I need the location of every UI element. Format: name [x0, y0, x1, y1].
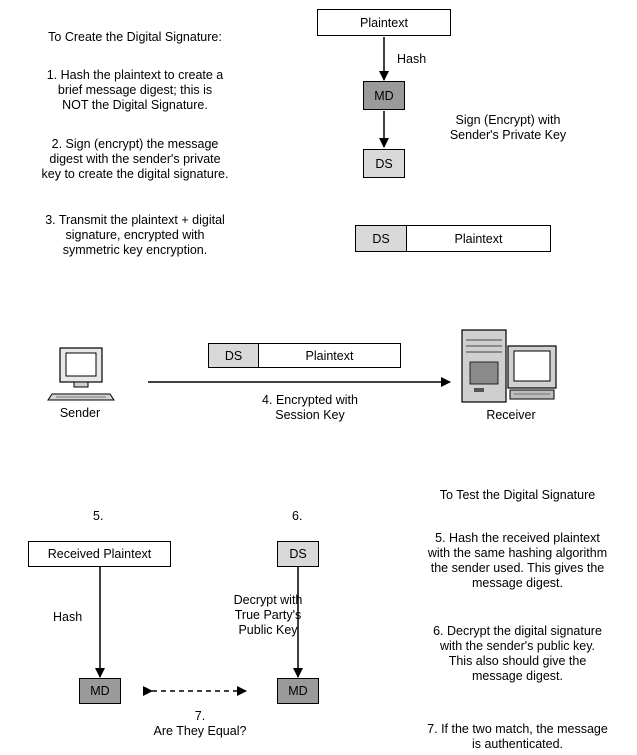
create-step-2-line-1: 2. Sign (encrypt) the message: [51, 137, 219, 151]
create-step-3: 3. Transmit the plaintext + digital sign…: [5, 213, 265, 258]
test-step-6-line-4: message digest.: [471, 669, 564, 683]
test-step-7-line-2: is authenticated.: [471, 737, 564, 751]
create-step-2-line-3: key to create the digital signature.: [41, 167, 229, 181]
create-step-1-line-3: NOT the Digital Signature.: [62, 98, 208, 112]
create-step-1: 1. Hash the plaintext to create a brief …: [10, 68, 260, 113]
create-step-2-line-2: digest with the sender's private: [49, 152, 221, 166]
combo-plaintext-box: Plaintext: [406, 225, 551, 252]
md-box-right: MD: [277, 678, 319, 704]
ds-box-bottom: DS: [277, 541, 319, 567]
transmit-arrow-label: 4. Encrypted with Session Key: [230, 393, 390, 423]
create-step-2: 2. Sign (encrypt) the message digest wit…: [5, 137, 265, 182]
test-step-7: 7. If the two match, the message is auth…: [400, 722, 635, 752]
create-step-1-line-2: brief message digest; this is: [57, 83, 213, 97]
sign-label-line-1: Sign (Encrypt) with: [455, 113, 561, 127]
decrypt-label-line-3: Public Key: [238, 623, 298, 637]
test-step-5-line-3: the sender used. This gives the: [430, 561, 605, 575]
test-step-5-line-2: with the same hashing algorithm: [427, 546, 608, 560]
test-step-5-line-1: 5. Hash the received plaintext: [435, 531, 600, 545]
test-heading: To Test the Digital Signature: [439, 488, 596, 502]
test-step-6-line-1: 6. Decrypt the digital signature: [433, 624, 602, 638]
create-step-3-line-2: signature, encrypted with: [65, 228, 205, 242]
test-step-5-line-4: message digest.: [471, 576, 564, 590]
create-step-3-line-3: symmetric key encryption.: [62, 243, 208, 257]
packet-ds-box: DS: [208, 343, 259, 368]
test-step-7-line-1: 7. If the two match, the message: [427, 722, 608, 736]
decrypt-label-line-1: Decrypt with: [233, 593, 303, 607]
md-box-top: MD: [363, 81, 405, 110]
step-6-number: 6.: [292, 509, 303, 523]
hash-label-bottom: Hash: [53, 610, 83, 624]
transmit-arrow-label-line-2: Session Key: [275, 408, 345, 422]
receiver-computer-icon: [461, 329, 557, 403]
create-step-1-line-1: 1. Hash the plaintext to create a: [46, 68, 224, 82]
step-7-number: 7.: [194, 709, 206, 723]
equal-label: Are They Equal?: [153, 724, 247, 738]
transmit-arrow-label-line-1: 4. Encrypted with: [262, 393, 358, 407]
create-step-3-line-1: 3. Transmit the plaintext + digital: [45, 213, 225, 227]
test-step-6-line-2: with the sender's public key.: [439, 639, 595, 653]
sign-label-line-2: Sender's Private Key: [449, 128, 567, 142]
sender-label: Sender: [59, 406, 101, 420]
combo-ds-box: DS: [355, 225, 407, 252]
create-heading: To Create the Digital Signature:: [48, 30, 222, 44]
receiver-label: Receiver: [486, 408, 536, 422]
ds-box-top: DS: [363, 149, 405, 178]
test-step-6: 6. Decrypt the digital signature with th…: [400, 624, 635, 684]
packet-plaintext-box: Plaintext: [258, 343, 401, 368]
plaintext-box: Plaintext: [317, 9, 451, 36]
sender-computer-icon: [47, 347, 115, 401]
md-box-left: MD: [79, 678, 121, 704]
sign-label: Sign (Encrypt) with Sender's Private Key: [418, 113, 598, 143]
test-step-6-line-3: This also should give the: [448, 654, 587, 668]
received-plaintext-box: Received Plaintext: [28, 541, 171, 567]
decrypt-label: Decrypt with True Party's Public Key: [223, 593, 313, 638]
test-step-5: 5. Hash the received plaintext with the …: [400, 531, 635, 591]
step-5-number: 5.: [93, 509, 104, 523]
decrypt-label-line-2: True Party's: [234, 608, 302, 622]
hash-label-top: Hash: [397, 52, 427, 66]
